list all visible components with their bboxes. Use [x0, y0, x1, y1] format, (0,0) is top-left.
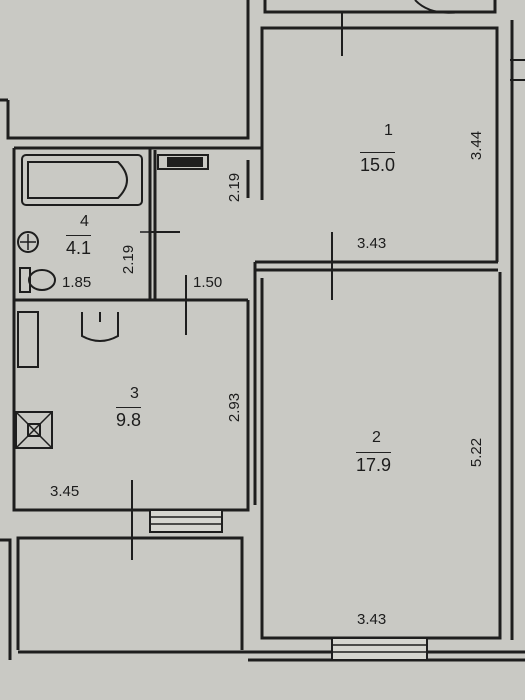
- wall-balcony: [16, 536, 244, 650]
- bath-sink-icon: [17, 231, 39, 253]
- hall-shelf: [157, 154, 209, 170]
- wall-hall-top: [14, 146, 264, 200]
- bath-width-dimension: 1.85: [62, 274, 92, 291]
- stove-icon: [15, 411, 53, 449]
- room-1-width-dimension: 3.43: [357, 235, 387, 252]
- wall-kitchen: [12, 300, 250, 512]
- wall-top-neighbor: [263, 0, 497, 14]
- hall-height-dimension: 2.19: [226, 172, 244, 203]
- bath-height-dimension: 2.19: [120, 244, 138, 275]
- kitchen-height-dimension: 2.93: [226, 392, 244, 423]
- room-2-width-dimension: 3.43: [357, 611, 387, 628]
- room-2-number: 2: [372, 429, 381, 446]
- room-3-number: 3: [130, 385, 139, 402]
- kitchen-counter: [17, 311, 39, 368]
- toilet-bowl: [28, 269, 56, 291]
- room-4-number: 4: [80, 213, 89, 230]
- room-1-area: 15.0: [360, 152, 396, 174]
- wall-upper-left: [6, 0, 250, 140]
- kitchen-width-dimension: 3.45: [50, 483, 80, 500]
- room-4-area: 4.1: [66, 235, 92, 257]
- wall-bath: [12, 148, 152, 302]
- hall-width-dimension: 1.50: [193, 274, 223, 291]
- room-3-area: 9.8: [116, 407, 142, 429]
- window-kitchen: [149, 509, 223, 533]
- bathtub-inner: [27, 161, 128, 199]
- bathtub: [21, 154, 143, 206]
- room-2-area: 17.9: [356, 452, 392, 474]
- room-1-height-dimension: 3.44: [468, 130, 486, 161]
- window-room-2: [331, 637, 428, 661]
- wall-top-neighbor-arc: [414, 0, 461, 14]
- wall-bottom-left: [0, 538, 12, 660]
- room-1-number: 1: [384, 122, 393, 139]
- wall-room-1: [260, 26, 499, 262]
- room-2-height-dimension: 5.22: [468, 437, 486, 468]
- kitchen-sink-icon: [81, 312, 119, 342]
